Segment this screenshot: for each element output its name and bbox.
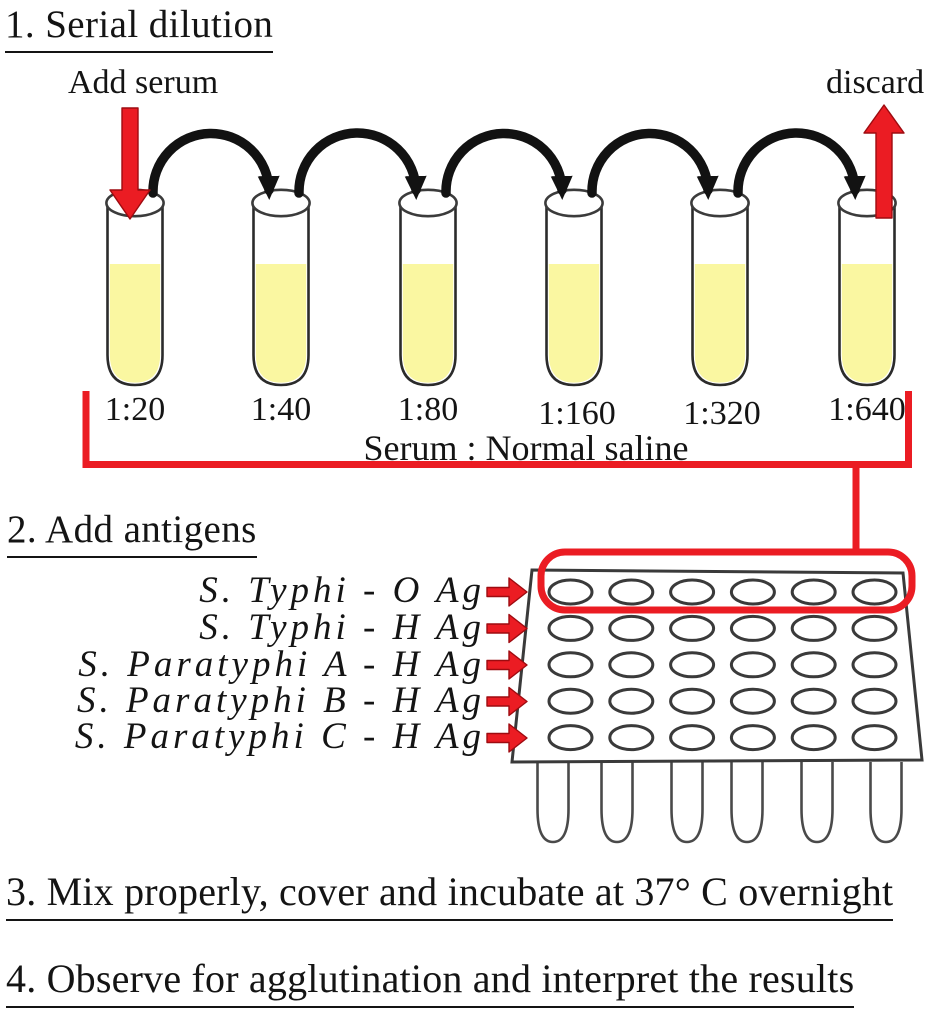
first-row-highlight [537,548,916,614]
discard-arrow-icon [863,104,905,219]
step4-title: 4. Observe for agglutination and interpr… [6,956,855,1008]
plate-well [669,614,716,642]
dilution-tubes [105,188,897,387]
transfer-arc-icon [733,128,866,200]
antigen-label-paratyphi-c: S. Paratyphi C - H Ag [74,716,485,757]
plate-well [729,724,776,752]
plate-well [790,651,837,679]
plate-well [547,614,594,642]
discard-label: discard [826,64,925,101]
plate-well [790,614,837,642]
dilution-label-2: 1:40 [250,391,312,428]
strip-tube [800,760,834,844]
add-serum-label: Add serum [68,64,219,101]
plate-well [547,578,594,606]
plate-well [547,651,594,679]
wells-group [547,578,898,752]
plate-well [851,724,898,752]
add-serum-arrow-icon [109,107,151,220]
plate-well [790,724,837,752]
plate-well [729,687,776,715]
plate-well [608,724,655,752]
test-tube-1-80 [398,188,458,387]
transfer-arc-icon [148,128,280,200]
test-tube-1-20 [105,188,165,387]
antigen-label-paratyphi-a: S. Paratyphi A - H Ag [78,644,485,685]
strip-tube [600,760,634,844]
plate-strip-tubes [536,760,903,844]
plate-well [608,687,655,715]
transfer-arc-icon [587,128,719,200]
plate-well [851,614,898,642]
strip-tube [670,760,704,844]
step3-title: 3. Mix properly, cover and incubate at 3… [6,869,894,921]
plate-well [608,651,655,679]
plate-well [851,687,898,715]
plate-well [547,724,594,752]
plate-well [669,724,716,752]
plate-well [608,578,655,606]
test-tube-1-320 [690,188,750,387]
plate-well [851,578,898,606]
test-tube-1-640 [837,188,897,387]
dilution-label-4: 1:160 [538,395,616,432]
antigen-label-paratyphi-b: S. Paratyphi B - H Ag [76,680,485,721]
strip-tube [730,760,764,844]
transfer-arcs [148,128,866,200]
plate-well [669,578,716,606]
dilution-label-1: 1:20 [104,391,166,428]
plate-well [669,687,716,715]
plate-well [790,578,837,606]
strip-tube [869,760,903,844]
antigen-label-typhi-h: S. Typhi - H Ag [199,607,485,648]
ratio-caption: Serum : Normal saline [363,428,689,468]
dilution-label-5: 1:320 [683,395,761,432]
plate-well [729,651,776,679]
test-tube-1-160 [544,188,604,387]
strip-tube [536,760,570,844]
antigen-label-typhi-o: S. Typhi - O Ag [199,570,485,611]
plate-well [608,614,655,642]
plate-well [669,651,716,679]
plate-well [729,578,776,606]
step2-title: 2. Add antigens [7,508,257,558]
step1-title: 1. Serial dilution [5,3,274,53]
plate-well [729,614,776,642]
plate-well [790,687,837,715]
plate-well [851,651,898,679]
antigen-arrow-icon [486,613,528,644]
dilution-label-3: 1:80 [397,391,459,428]
transfer-arc-icon [294,128,427,200]
dilution-bracket [82,391,912,468]
dilution-label-6: 1:640 [828,391,906,428]
transfer-arc-icon [441,128,573,200]
plate-well [547,687,594,715]
test-tube-1-40 [251,188,311,387]
antigen-arrow-icon [486,577,528,607]
